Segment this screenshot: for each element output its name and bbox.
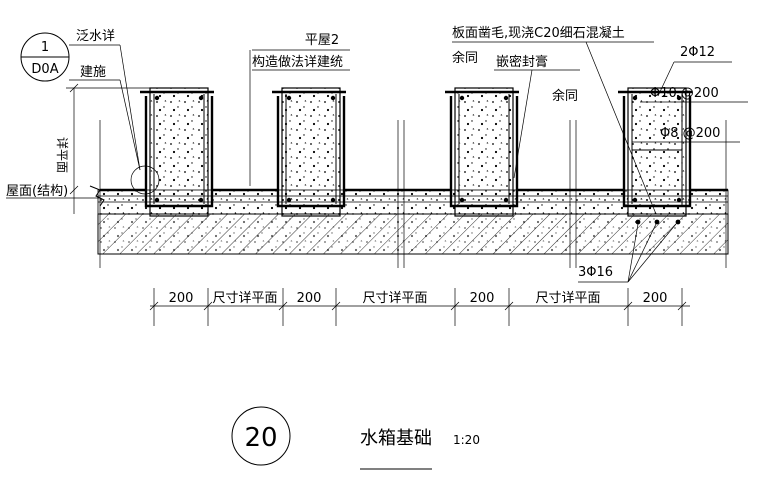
title-number: 20 — [244, 423, 277, 453]
pier-1 — [140, 87, 214, 217]
detail-callout: 1 D0A — [20, 32, 160, 195]
dimension-chain — [149, 288, 690, 326]
same-note-right: 余同 — [552, 88, 578, 104]
dim-label-3: 200 — [297, 291, 322, 306]
vertical-dimension — [66, 83, 150, 214]
title-number-circle — [231, 406, 291, 466]
dim-label-4: 尺寸详平面 — [362, 291, 427, 306]
arch-note-label: 建施 — [80, 65, 106, 80]
rebar-stirrup-1-label: Φ10 @200 — [650, 86, 719, 101]
title-scale: 1:20 — [453, 433, 480, 447]
see-plan-vertical-label: 详平面 — [55, 137, 70, 173]
rebar-stirrup-2-label: Φ8 @200 — [660, 126, 720, 141]
same-note-left: 余同 — [452, 50, 478, 66]
dim-label-5: 200 — [470, 291, 495, 306]
dim-label-2: 尺寸详平面 — [212, 291, 277, 306]
callout-number: 1 — [41, 40, 49, 55]
dim-label-1: 200 — [169, 291, 194, 306]
roof-ref-line2: 构造做法详建统 — [252, 55, 343, 70]
rebar-bottom-label: 3Φ16 — [578, 265, 613, 280]
concrete-note-label: 板面凿毛,现浇C20细石混凝土 — [452, 25, 625, 41]
pier-3 — [445, 87, 519, 217]
roof-structure-label: 屋面(结构) — [6, 184, 68, 199]
roof-ref-line1: 平屋2 — [305, 33, 339, 48]
dim-label-6: 尺寸详平面 — [535, 291, 600, 306]
pier-4 — [618, 87, 692, 225]
flashing-detail-label: 泛水详 — [76, 29, 115, 44]
break-line-left — [89, 185, 105, 207]
title-block: 20 水箱基础 1:20 — [231, 406, 480, 470]
structural-slab — [97, 213, 729, 255]
wall-guide-lines — [99, 120, 727, 268]
dim-label-7: 200 — [643, 291, 668, 306]
rebar-top-label: 2Φ12 — [680, 45, 715, 60]
pier-2 — [272, 87, 346, 217]
title-name: 水箱基础 — [360, 428, 432, 449]
callout-ref: D0A — [31, 62, 58, 77]
detail-marker-circle — [130, 165, 160, 195]
sealant-label: 嵌密封膏 — [496, 54, 548, 70]
